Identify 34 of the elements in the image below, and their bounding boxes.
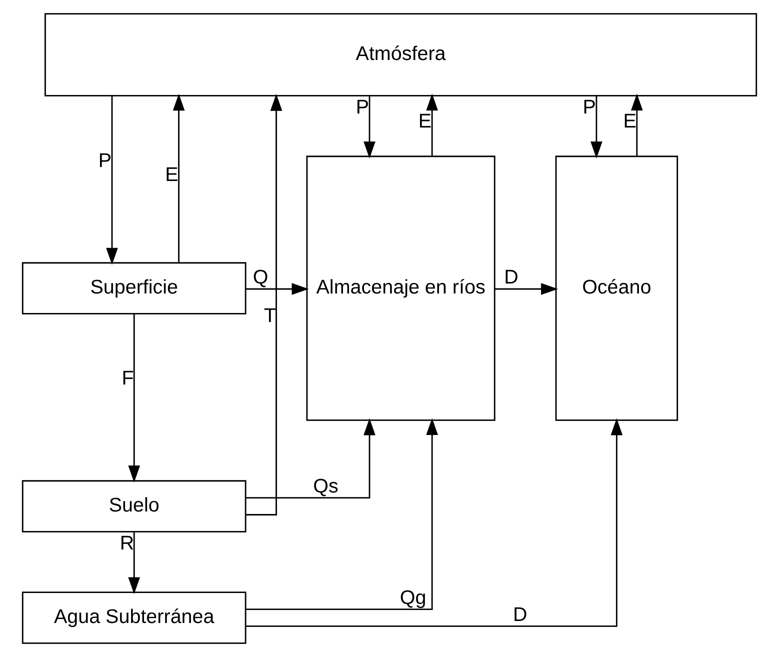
edge-label: P [98, 150, 112, 172]
node-box: Océano [555, 156, 678, 421]
node-box: Superficie [22, 262, 246, 314]
node-box: Agua Subterránea [22, 592, 246, 644]
edge-label: T [264, 305, 276, 328]
edge-label: E [418, 110, 432, 132]
arrow [172, 94, 185, 263]
arrow [364, 96, 376, 158]
edge-label: E [165, 164, 178, 186]
node-box: Atmósfera [44, 13, 758, 96]
edge-label: P [582, 96, 596, 119]
arrow [494, 283, 558, 295]
edge-label: Qg [400, 586, 426, 609]
arrow [426, 94, 438, 156]
edge-label: D [504, 266, 518, 289]
edge-label: E [623, 110, 636, 132]
arrow [630, 94, 643, 156]
edge-label: D [513, 604, 528, 626]
edge-label: Qs [313, 475, 338, 498]
edge-label: F [122, 368, 134, 390]
arrow [590, 96, 602, 158]
arrow [246, 418, 438, 610]
edge-label: Q [252, 266, 268, 289]
node-box: Almacenaje en ríos [306, 156, 496, 421]
node-box: Suelo [22, 480, 246, 532]
arrow [106, 96, 118, 265]
arrow [246, 283, 309, 295]
arrow [128, 532, 140, 594]
arrow [246, 418, 376, 499]
arrow [246, 418, 623, 627]
arrow [128, 314, 140, 482]
arrow [246, 94, 282, 516]
edge-label: P [356, 96, 370, 119]
edge-label: R [120, 532, 134, 555]
